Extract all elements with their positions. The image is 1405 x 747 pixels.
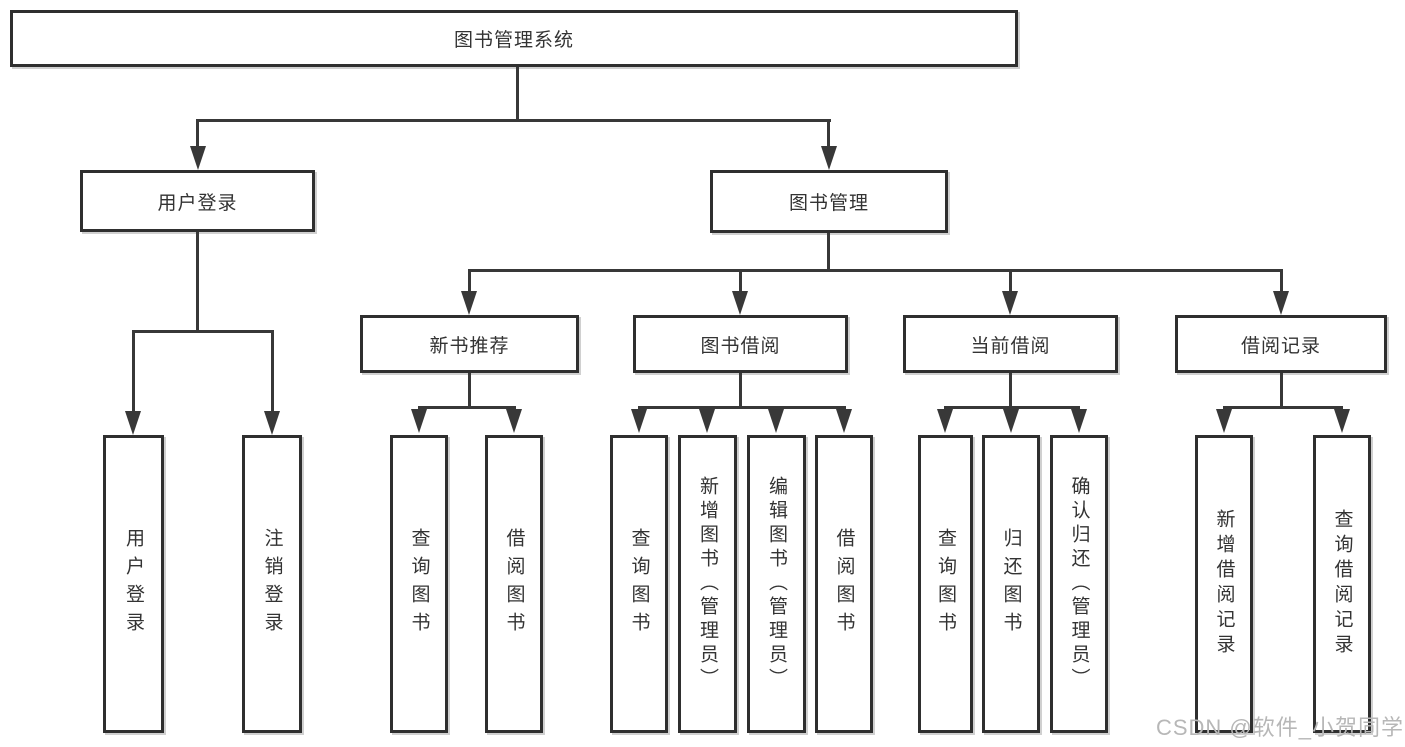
- arrowhead-icon: [506, 409, 522, 433]
- arrowhead-icon: [1273, 291, 1289, 315]
- node-root-label: 图书管理系统: [453, 30, 574, 51]
- leaf-borrow-books: 借阅图书: [815, 435, 873, 733]
- connector-group2-bus: [944, 406, 1080, 409]
- arrowhead-icon: [699, 409, 715, 433]
- node-book-borrow: 图书借阅: [633, 315, 848, 373]
- node-root: 图书管理系统: [10, 10, 1018, 67]
- leaf-confirm-return-admin-label: 确认归还（管理员）: [1068, 476, 1090, 692]
- connector-root-drop-right: [827, 119, 830, 148]
- leaf-query-borrow-record: 查询借阅记录: [1313, 435, 1371, 733]
- arrowhead-icon: [631, 409, 647, 433]
- leaf-logout: 注销登录: [242, 435, 302, 733]
- arrowhead-icon: [1334, 409, 1350, 433]
- connector-group2-stem: [1009, 373, 1012, 409]
- leaf-edit-books-admin-label: 编辑图书（管理员）: [766, 476, 787, 692]
- leaf-user-login: 用户登录: [103, 435, 164, 733]
- connector-userlogin-drop-2: [271, 330, 274, 412]
- leaf-borrow-query-books: 查询图书: [610, 435, 668, 733]
- leaf-recommend-borrow-books: 借阅图书: [485, 435, 543, 733]
- leaf-borrow-books-label: 借阅图书: [833, 528, 855, 640]
- leaf-recommend-borrow-books-label: 借阅图书: [503, 528, 525, 640]
- arrowhead-icon: [1002, 291, 1018, 315]
- leaf-return-books-label: 归还图书: [1000, 528, 1022, 640]
- arrowhead-icon: [1003, 409, 1019, 433]
- connector-group1-stem: [739, 373, 742, 409]
- node-new-book-recommend-label: 新书推荐: [429, 335, 510, 357]
- connector-group0-bus: [418, 406, 516, 409]
- node-borrow-records-label: 借阅记录: [1240, 335, 1321, 357]
- arrowhead-icon: [821, 146, 837, 170]
- leaf-edit-books-admin: 编辑图书（管理员）: [747, 435, 806, 733]
- arrowhead-icon: [768, 409, 784, 433]
- connector-group3-stem: [1280, 373, 1283, 409]
- leaf-add-borrow-record-label: 新增借阅记录: [1213, 509, 1235, 659]
- arrowhead-icon: [1071, 409, 1087, 433]
- arrowhead-icon: [411, 409, 427, 433]
- connector-bookmgmt-drop-2: [739, 269, 742, 293]
- leaf-query-borrow-record-label: 查询借阅记录: [1331, 509, 1353, 659]
- node-current-borrow: 当前借阅: [903, 315, 1118, 373]
- connector-userlogin-drop-1: [132, 330, 135, 412]
- connector-userlogin-stem: [196, 232, 199, 333]
- connector-group1-bus: [638, 406, 846, 409]
- arrowhead-icon: [125, 411, 141, 435]
- node-user-login-label: 用户登录: [157, 192, 238, 214]
- arrowhead-icon: [461, 291, 477, 315]
- leaf-recommend-query-books-label: 查询图书: [408, 528, 430, 640]
- leaf-logout-label: 注销登录: [261, 528, 283, 640]
- node-user-login: 用户登录: [80, 170, 315, 232]
- connector-bookmgmt-bus: [468, 269, 1282, 272]
- arrowhead-icon: [732, 291, 748, 315]
- leaf-borrow-query-books-label: 查询图书: [628, 528, 650, 640]
- arrowhead-icon: [264, 411, 280, 435]
- leaf-current-query-books-label: 查询图书: [935, 528, 956, 640]
- arrowhead-icon: [190, 146, 206, 170]
- connector-group0-stem: [468, 373, 471, 409]
- arrowhead-icon: [1216, 409, 1232, 433]
- connector-root-bus: [197, 119, 831, 122]
- connector-bookmgmt-drop-4: [1280, 269, 1283, 293]
- leaf-recommend-query-books: 查询图书: [390, 435, 448, 733]
- leaf-add-borrow-record: 新增借阅记录: [1195, 435, 1253, 733]
- csdn-watermark: CSDN @软件_小贺同学: [1155, 715, 1404, 740]
- leaf-confirm-return-admin: 确认归还（管理员）: [1050, 435, 1108, 733]
- leaf-add-books-admin-label: 新增图书（管理员）: [697, 476, 718, 692]
- node-book-borrow-label: 图书借阅: [700, 335, 781, 357]
- node-book-management: 图书管理: [710, 170, 948, 233]
- connector-root-drop-left: [196, 119, 199, 148]
- arrowhead-icon: [937, 409, 953, 433]
- arrowhead-icon: [836, 409, 852, 433]
- leaf-add-books-admin: 新增图书（管理员）: [678, 435, 737, 733]
- node-current-borrow-label: 当前借阅: [970, 335, 1051, 357]
- connector-bookmgmt-drop-1: [468, 269, 471, 293]
- node-new-book-recommend: 新书推荐: [360, 315, 579, 373]
- leaf-return-books: 归还图书: [982, 435, 1040, 733]
- leaf-user-login-label: 用户登录: [123, 528, 144, 640]
- connector-root-stem: [516, 67, 519, 120]
- connector-bookmgmt-stem: [827, 233, 830, 272]
- node-book-management-label: 图书管理: [788, 193, 869, 214]
- connector-group3-bus: [1223, 406, 1343, 409]
- node-borrow-records: 借阅记录: [1175, 315, 1387, 373]
- connector-bookmgmt-drop-3: [1009, 269, 1012, 293]
- connector-userlogin-bus: [132, 330, 274, 333]
- leaf-current-query-books: 查询图书: [918, 435, 973, 733]
